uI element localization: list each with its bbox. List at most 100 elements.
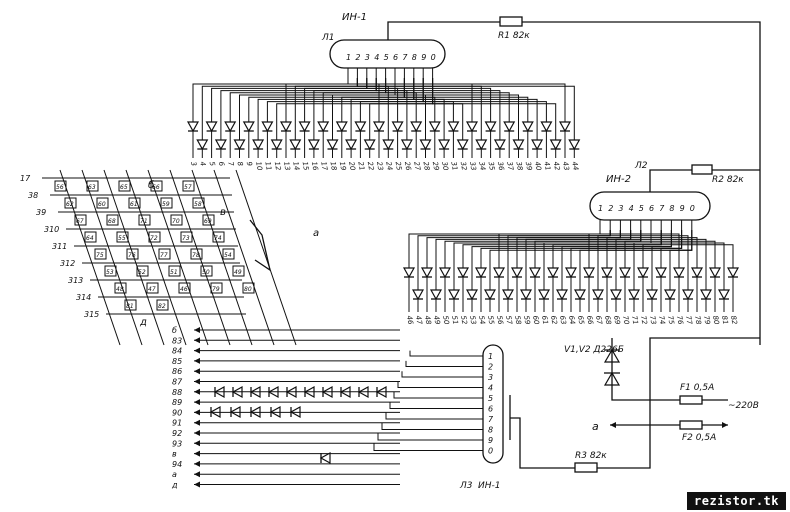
tube-1-pin-6: 6 [393, 53, 398, 62]
matrix-cell-label-46: 46 [180, 286, 188, 293]
matrix-cell [180, 231, 193, 243]
tube-3-pin-5: 5 [488, 394, 493, 403]
tube-2-pin-2: 2 [608, 204, 613, 213]
diode-array-2-label-76: 76 [675, 315, 685, 326]
output-label-93: 93 [172, 439, 182, 448]
diode-array-2-label-78: 78 [693, 315, 703, 326]
tube-1-pin-0: 0 [431, 53, 436, 62]
diode-array-2-diode [609, 289, 623, 301]
fuse-f1-label: F1 0,5А [680, 383, 714, 393]
diode-array-2-label-80: 80 [711, 315, 721, 326]
diode-array-1-label-27: 27 [412, 161, 422, 172]
diode-array-2-diode [591, 289, 605, 301]
diode-array-2-diode [465, 289, 479, 301]
diode-array-2-diode [456, 267, 470, 279]
diode-array-2-diode [528, 267, 542, 279]
diode-array-1-diode [503, 121, 516, 133]
diode-array-2-label-53: 53 [468, 315, 477, 325]
diode-array-2-label-73: 73 [648, 315, 657, 325]
output-label-85: 85 [172, 357, 182, 366]
diode-array-2-label-67: 67 [594, 315, 604, 326]
output-diode-row-a [249, 385, 261, 399]
tube-3-pin-3: 3 [488, 373, 493, 382]
output-diode-row-a [231, 385, 243, 399]
diode-array-2-diode [411, 289, 425, 301]
diode-array-2-label-57: 57 [504, 315, 514, 326]
matrix-cell [126, 248, 139, 260]
diode-array-2-diode [726, 267, 740, 279]
diode-array-1-label-14: 14 [291, 161, 300, 171]
matrix-cell-label-75: 75 [96, 252, 104, 259]
diode-array-1-diode [233, 139, 246, 151]
output-label-д: д [171, 481, 178, 490]
diode-array-2-diode [564, 267, 578, 279]
output-label-а: а [172, 470, 177, 479]
output-label-94: 94 [172, 460, 182, 469]
diode-array-1-diode [391, 121, 404, 133]
tube-2-pin-0: 0 [690, 204, 695, 213]
matrix-cell [222, 248, 235, 260]
diode-array-2-label-71: 71 [630, 315, 639, 325]
tube-1-pin-3: 3 [365, 53, 370, 62]
diode-array-2-diode [483, 289, 497, 301]
diode-array-1-diode [410, 121, 423, 133]
diode-array-2-diode [681, 289, 695, 301]
matrix-cell-label-65: 65 [120, 184, 128, 191]
diode-array-2-diode [537, 289, 551, 301]
output-diode-row-a [267, 385, 279, 399]
diode-array-1-label-34: 34 [477, 161, 486, 171]
diode-array-1-label-22: 22 [366, 161, 376, 172]
resistor-r2 [691, 164, 713, 175]
diode-array-1-diode [512, 139, 525, 151]
matrix-cell [86, 180, 99, 192]
tube-3-pin-7: 7 [488, 415, 494, 424]
diode-array-1-label-35: 35 [487, 161, 497, 172]
matrix-cell-label-82: 82 [158, 303, 166, 310]
diode-array-1-diode [270, 139, 283, 151]
diode-array-2-label-59: 59 [522, 315, 532, 326]
diode-array-1-label-40: 40 [533, 161, 543, 172]
matrix-label-v: в [220, 207, 226, 218]
diode-array-1-diode [456, 139, 469, 151]
tube-2-designator: Л2 [634, 161, 648, 171]
diode-array-1-label-38: 38 [515, 161, 525, 172]
diode-array-2-diode [501, 289, 515, 301]
diode-array-1-diode [465, 121, 479, 133]
matrix-row-label-39: 39 [36, 208, 46, 217]
diode-array-2-label-70: 70 [621, 315, 631, 326]
diode-array-1-diode [326, 139, 339, 151]
diode-array-1-label-32: 32 [459, 161, 469, 172]
diode-array-1-label-17: 17 [319, 161, 329, 172]
matrix-cell-label-53: 53 [106, 269, 114, 276]
matrix-cell [146, 282, 159, 294]
diode-array-1-label-33: 33 [468, 161, 477, 171]
diode-array-1-label-41: 41 [542, 161, 551, 171]
matrix-cell-label-77: 77 [160, 252, 168, 259]
diode-array-2-diode [636, 267, 650, 279]
diode-array-2-label-74: 74 [657, 315, 666, 325]
diode-array-2-diode [492, 267, 506, 279]
tube-3-pin-0: 0 [488, 447, 493, 456]
output-label-91: 91 [172, 419, 182, 428]
matrix-row-label-314: 314 [76, 293, 91, 302]
matrix-row-label-17: 17 [20, 174, 31, 183]
power-section: V1,V2 Д226Б F1 0,5А ~220В F2 0,5А а [564, 338, 759, 443]
matrix-cell [168, 265, 181, 277]
diode-array-1-diode [252, 139, 265, 151]
fuse-f2-label: F2 0,5А [682, 433, 716, 443]
tube-3-designator: Л3 [459, 481, 473, 491]
matrix-cell [178, 282, 191, 294]
output-label-86: 86 [172, 367, 182, 376]
fuse-f1 [679, 395, 703, 405]
diode-array-1-diode [521, 121, 534, 133]
diode-array-2-label-52: 52 [459, 315, 469, 326]
matrix-cell [182, 180, 195, 192]
diode-array-2-label-81: 81 [720, 315, 729, 325]
diode-array-1-label-9: 9 [245, 161, 254, 167]
matrix-cell [170, 214, 183, 226]
tube-3-pin-4: 4 [488, 384, 493, 393]
